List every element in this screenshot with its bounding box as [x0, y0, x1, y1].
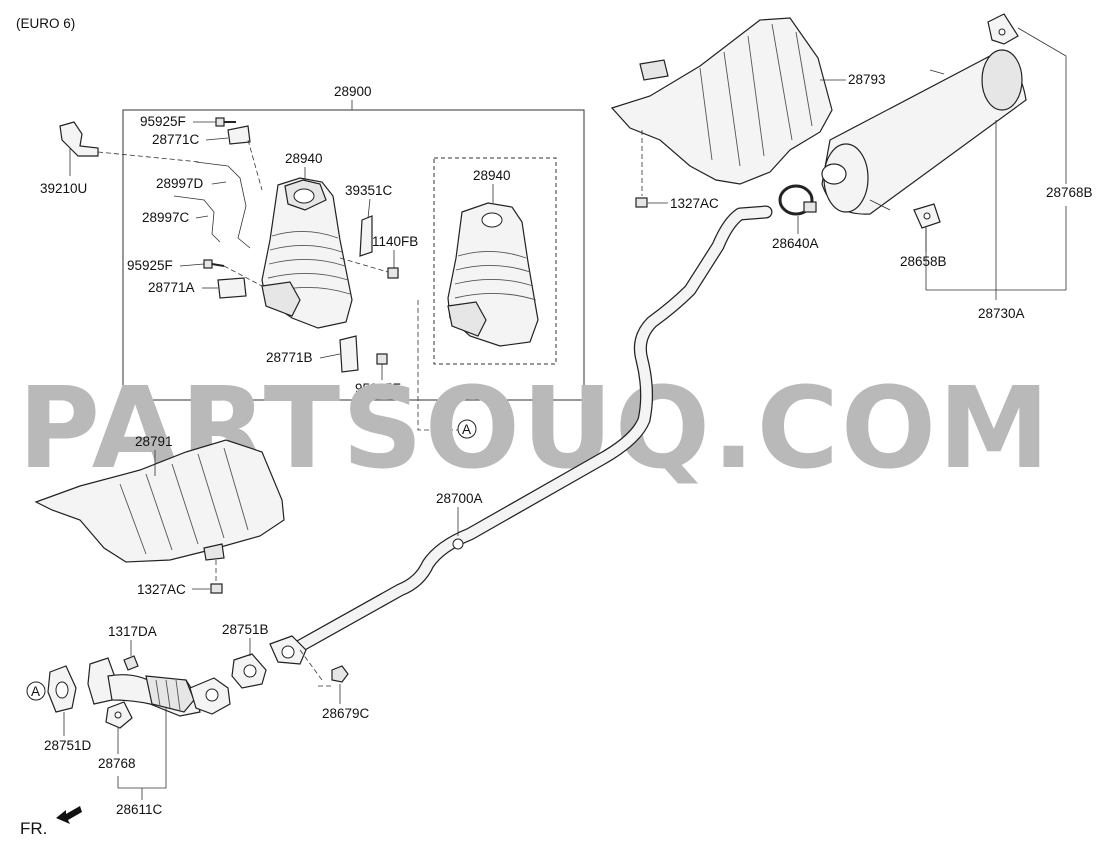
part-28771B-label[interactable]: 28771B: [266, 350, 313, 365]
part-95925F-top-label[interactable]: 95925F: [140, 114, 186, 129]
bolt-1140FB[interactable]: [387, 267, 399, 279]
part-95925F-bot-label[interactable]: 95925F: [355, 381, 401, 396]
variant-label: (EURO 6): [16, 16, 75, 31]
sensor-wire-28997D[interactable]: [195, 161, 251, 249]
bracket-28771C[interactable]: [227, 125, 251, 145]
heat-shield-28791[interactable]: [34, 439, 285, 563]
part-28658B-label[interactable]: 28658B: [900, 254, 947, 269]
front-direction-label: FR.: [20, 819, 47, 838]
part-28791-label[interactable]: 28791: [135, 434, 173, 449]
bracket-28771A[interactable]: [217, 277, 247, 299]
part-28768-label[interactable]: 28768: [98, 756, 136, 771]
part-28771A-label[interactable]: 28771A: [148, 280, 195, 295]
gasket-28751D[interactable]: [47, 665, 77, 713]
part-28640A-label[interactable]: 28640A: [772, 236, 819, 251]
hanger-rubber-28658B[interactable]: [913, 203, 941, 229]
part-1327AC-bot-label[interactable]: 1327AC: [137, 582, 186, 597]
callout-a-lower[interactable]: [26, 681, 46, 701]
part-95925F-mid-label[interactable]: 95925F: [127, 258, 173, 273]
heat-shield-28793[interactable]: [610, 17, 833, 185]
clamp-28640A[interactable]: [778, 184, 817, 216]
oxygen-sensor-39210U[interactable]: [59, 121, 99, 157]
front-pipe-28611C[interactable]: [87, 657, 231, 717]
nut-1327AC-top[interactable]: [635, 197, 648, 208]
callout-a-lower-letter: A: [31, 684, 40, 699]
rear-muffler-28730A[interactable]: [821, 49, 1027, 215]
part-28751D-label[interactable]: 28751D: [44, 738, 92, 753]
part-28679C-label[interactable]: 28679C: [322, 706, 370, 721]
part-28997D-label[interactable]: 28997D: [156, 176, 204, 191]
part-1327AC-top-label[interactable]: 1327AC: [670, 196, 719, 211]
front-arrow-icon: [56, 806, 82, 824]
bolt-95925F-bot[interactable]: [376, 353, 388, 365]
catalytic-converter-main[interactable]: [261, 177, 353, 329]
part-39351C-label[interactable]: 39351C: [345, 183, 393, 198]
nut-28679C[interactable]: [331, 665, 349, 683]
hanger-rubber-28768B[interactable]: [987, 13, 1019, 45]
part-28771C-label[interactable]: 28771C: [152, 132, 200, 147]
sensor-39351C[interactable]: [359, 215, 373, 257]
part-28793-label[interactable]: 28793: [848, 72, 886, 87]
bolt-95925F-top[interactable]: [215, 117, 236, 127]
callout-a-upper-letter: A: [462, 422, 471, 437]
part-28768B-label[interactable]: 28768B: [1046, 185, 1093, 200]
callout-a-upper[interactable]: [457, 419, 477, 439]
sensor-wire-28997C[interactable]: [173, 195, 221, 243]
bolt-95925F-mid[interactable]: [203, 259, 225, 269]
gasket-28751B[interactable]: [231, 653, 267, 689]
part-28997C-label[interactable]: 28997C: [142, 210, 190, 225]
catalytic-converter-alt[interactable]: [447, 202, 539, 347]
part-28611C-label[interactable]: 28611C: [116, 802, 163, 817]
nut-1327AC-bot[interactable]: [210, 583, 223, 594]
part-28900-label[interactable]: 28900: [334, 84, 372, 99]
part-28940-alt-label[interactable]: 28940: [473, 168, 511, 183]
alternate-converter-frame: [433, 157, 557, 365]
part-28751B-label[interactable]: 28751B: [222, 622, 269, 637]
bracket-28771B[interactable]: [339, 335, 359, 373]
part-1140FB-label[interactable]: 1140FB: [372, 234, 418, 249]
nut-1317DA[interactable]: [123, 655, 139, 671]
exhaust-pipe-28700A[interactable]: [269, 205, 773, 665]
part-39210U-label[interactable]: 39210U: [40, 181, 87, 196]
part-28700A-label[interactable]: 28700A: [436, 491, 483, 506]
assembly-28900-frame: [122, 109, 585, 401]
part-28730A-label[interactable]: 28730A: [978, 306, 1025, 321]
hanger-28768[interactable]: [105, 701, 133, 729]
part-28940-main-label[interactable]: 28940: [285, 151, 323, 166]
part-1317DA-label[interactable]: 1317DA: [108, 624, 157, 639]
